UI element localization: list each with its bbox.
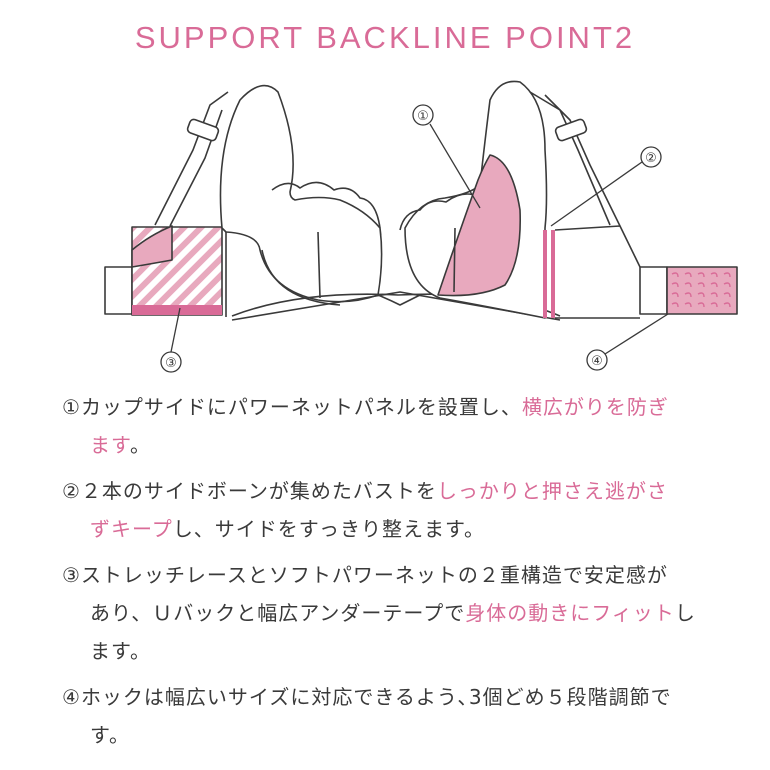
point-1-highlight: 横広がりを防ぎ xyxy=(521,395,669,419)
point-2-text-cont: し、サイドをすっきり整えます。 xyxy=(172,517,486,541)
point-4: ④ホックは幅広いサイズに対応できるよう､3個どめ５段階調節で す。 xyxy=(62,678,742,754)
callout-1-number: ① xyxy=(417,109,429,124)
point-4-text-cont: す。 xyxy=(90,723,130,747)
point-1-highlight-cont: ます xyxy=(90,433,130,457)
point-1-text-cont: 。 xyxy=(130,433,151,457)
point-3-text-3: し xyxy=(674,601,696,625)
side-bone-2 xyxy=(551,230,555,318)
point-3-text-4: ます。 xyxy=(90,639,151,663)
left-strap-adjuster xyxy=(186,118,220,142)
point-4-marker: ④ xyxy=(62,685,81,709)
point-4-text: ホックは幅広いサイズに対応できるよう､3個どめ５段階調節で xyxy=(80,685,672,709)
point-1-marker: ① xyxy=(62,395,81,419)
point-2: ②２本のサイドボーンが集めたバストをしっかりと押さえ逃がさ ずキープし、サイドを… xyxy=(62,472,742,548)
left-strap xyxy=(154,91,229,226)
page-title: SUPPORT BACKLINE POINT2 xyxy=(134,20,636,55)
point-3-text-2: あり、Ｕバックと幅広アンダーテープで xyxy=(90,601,466,625)
point-1-text: カップサイドにパワーネットパネルを設置し、 xyxy=(80,395,522,419)
point-1: ①カップサイドにパワーネットパネルを設置し、横広がりを防ぎ ます。 xyxy=(62,388,742,464)
right-end-tab xyxy=(639,266,668,315)
callout-3-number: ③ xyxy=(165,356,177,371)
right-strap-adjuster xyxy=(554,118,588,142)
point-3: ③ストレッチレースとソフトパワーネットの２重構造で安定感が あり、Ｕバックと幅広… xyxy=(62,556,742,670)
left-end-tab xyxy=(104,266,133,315)
left-cup xyxy=(219,84,383,303)
point-3-highlight: 身体の動きにフィット xyxy=(465,601,675,625)
side-bone-1 xyxy=(543,230,547,318)
callout-2-number: ② xyxy=(645,151,657,166)
point-3-marker: ③ xyxy=(62,563,81,587)
right-powernet-panel xyxy=(437,154,522,297)
bra-backline-diagram: ① ② ③ ④ xyxy=(104,80,738,373)
center-gore xyxy=(377,294,421,306)
hook-eye-tape xyxy=(666,266,738,315)
point-2-highlight: しっかりと押さえ逃がさ xyxy=(436,479,668,503)
left-side-wing xyxy=(131,225,173,268)
point-2-text: ２本のサイドボーンが集めたバストを xyxy=(80,479,437,503)
point-2-highlight-cont: ずキープ xyxy=(90,517,173,541)
point-2-marker: ② xyxy=(62,479,81,503)
point-3-text: ストレッチレースとソフトパワーネットの２重構造で安定感が xyxy=(80,563,668,587)
hook-eyes xyxy=(671,272,731,308)
callout-4-number: ④ xyxy=(591,354,603,369)
